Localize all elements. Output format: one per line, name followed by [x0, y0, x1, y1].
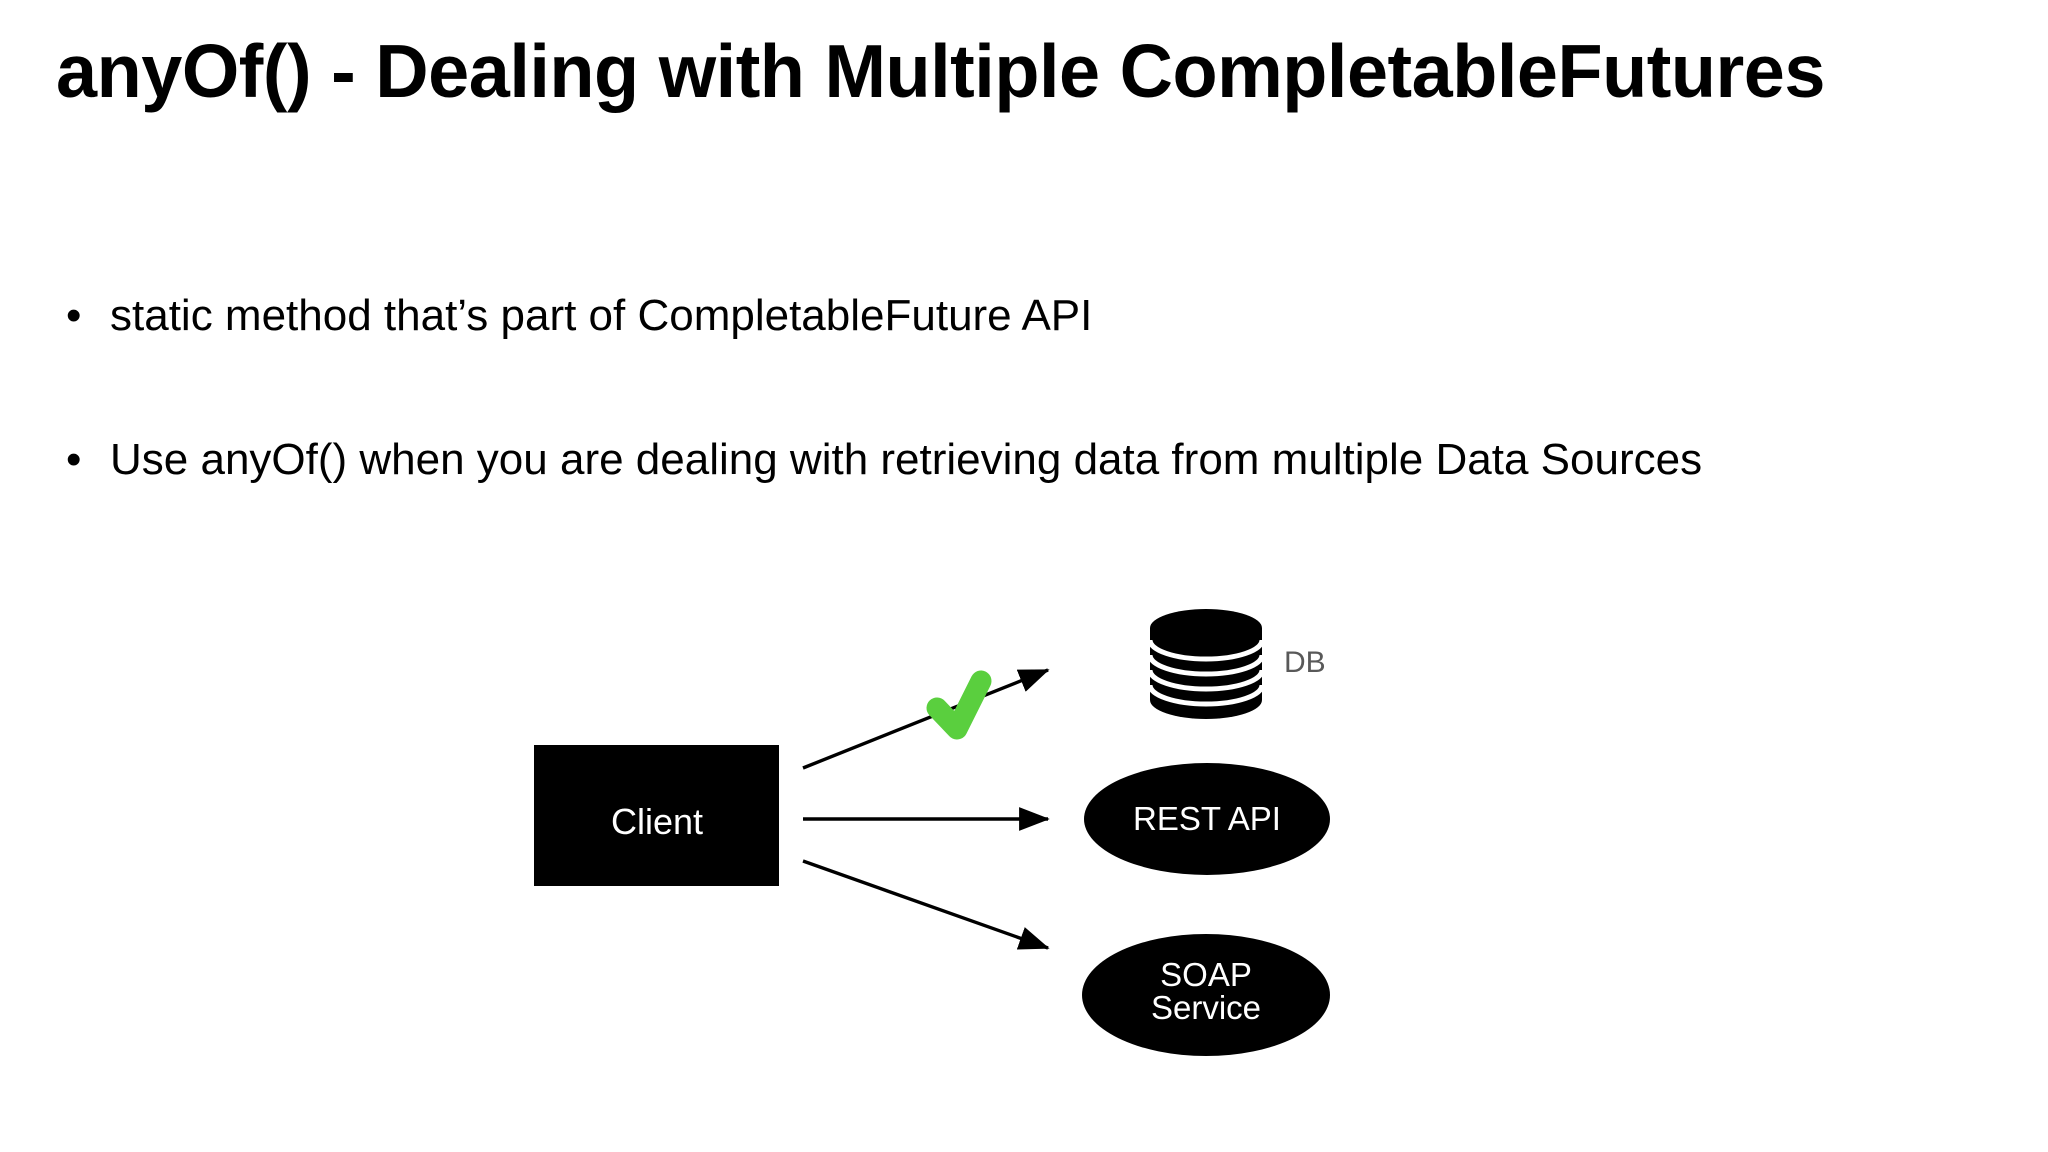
bullet-marker-icon: •	[66, 435, 82, 485]
bullet-text: Use anyOf() when you are dealing with re…	[110, 435, 1703, 485]
edge-client-to-db	[802, 668, 1050, 770]
soap-service-node-label-line1: SOAP	[1160, 956, 1252, 993]
edge-client-to-soap-service	[802, 859, 1050, 950]
bullet-text: static method that’s part of Completable…	[110, 291, 1093, 340]
client-box-icon	[534, 745, 779, 886]
soap-service-node-label-line2: Service	[1151, 989, 1261, 1026]
bullet-list: • static method that’s part of Completab…	[56, 288, 2006, 489]
db-caption-label: DB	[1284, 646, 1326, 679]
rest-api-node-label: REST API	[1133, 800, 1281, 837]
check-mark-icon	[926, 670, 992, 740]
database-icon	[1147, 609, 1265, 719]
soap-service-icon	[1082, 934, 1330, 1056]
rest-api-icon	[1084, 763, 1330, 875]
client-node-label: Client	[611, 801, 703, 842]
list-item: • Use anyOf() when you are dealing with …	[56, 432, 2006, 488]
list-item: • static method that’s part of Completab…	[56, 288, 2006, 344]
bullet-marker-icon: •	[66, 291, 82, 340]
page-title: anyOf() - Dealing with Multiple Completa…	[56, 29, 1825, 113]
